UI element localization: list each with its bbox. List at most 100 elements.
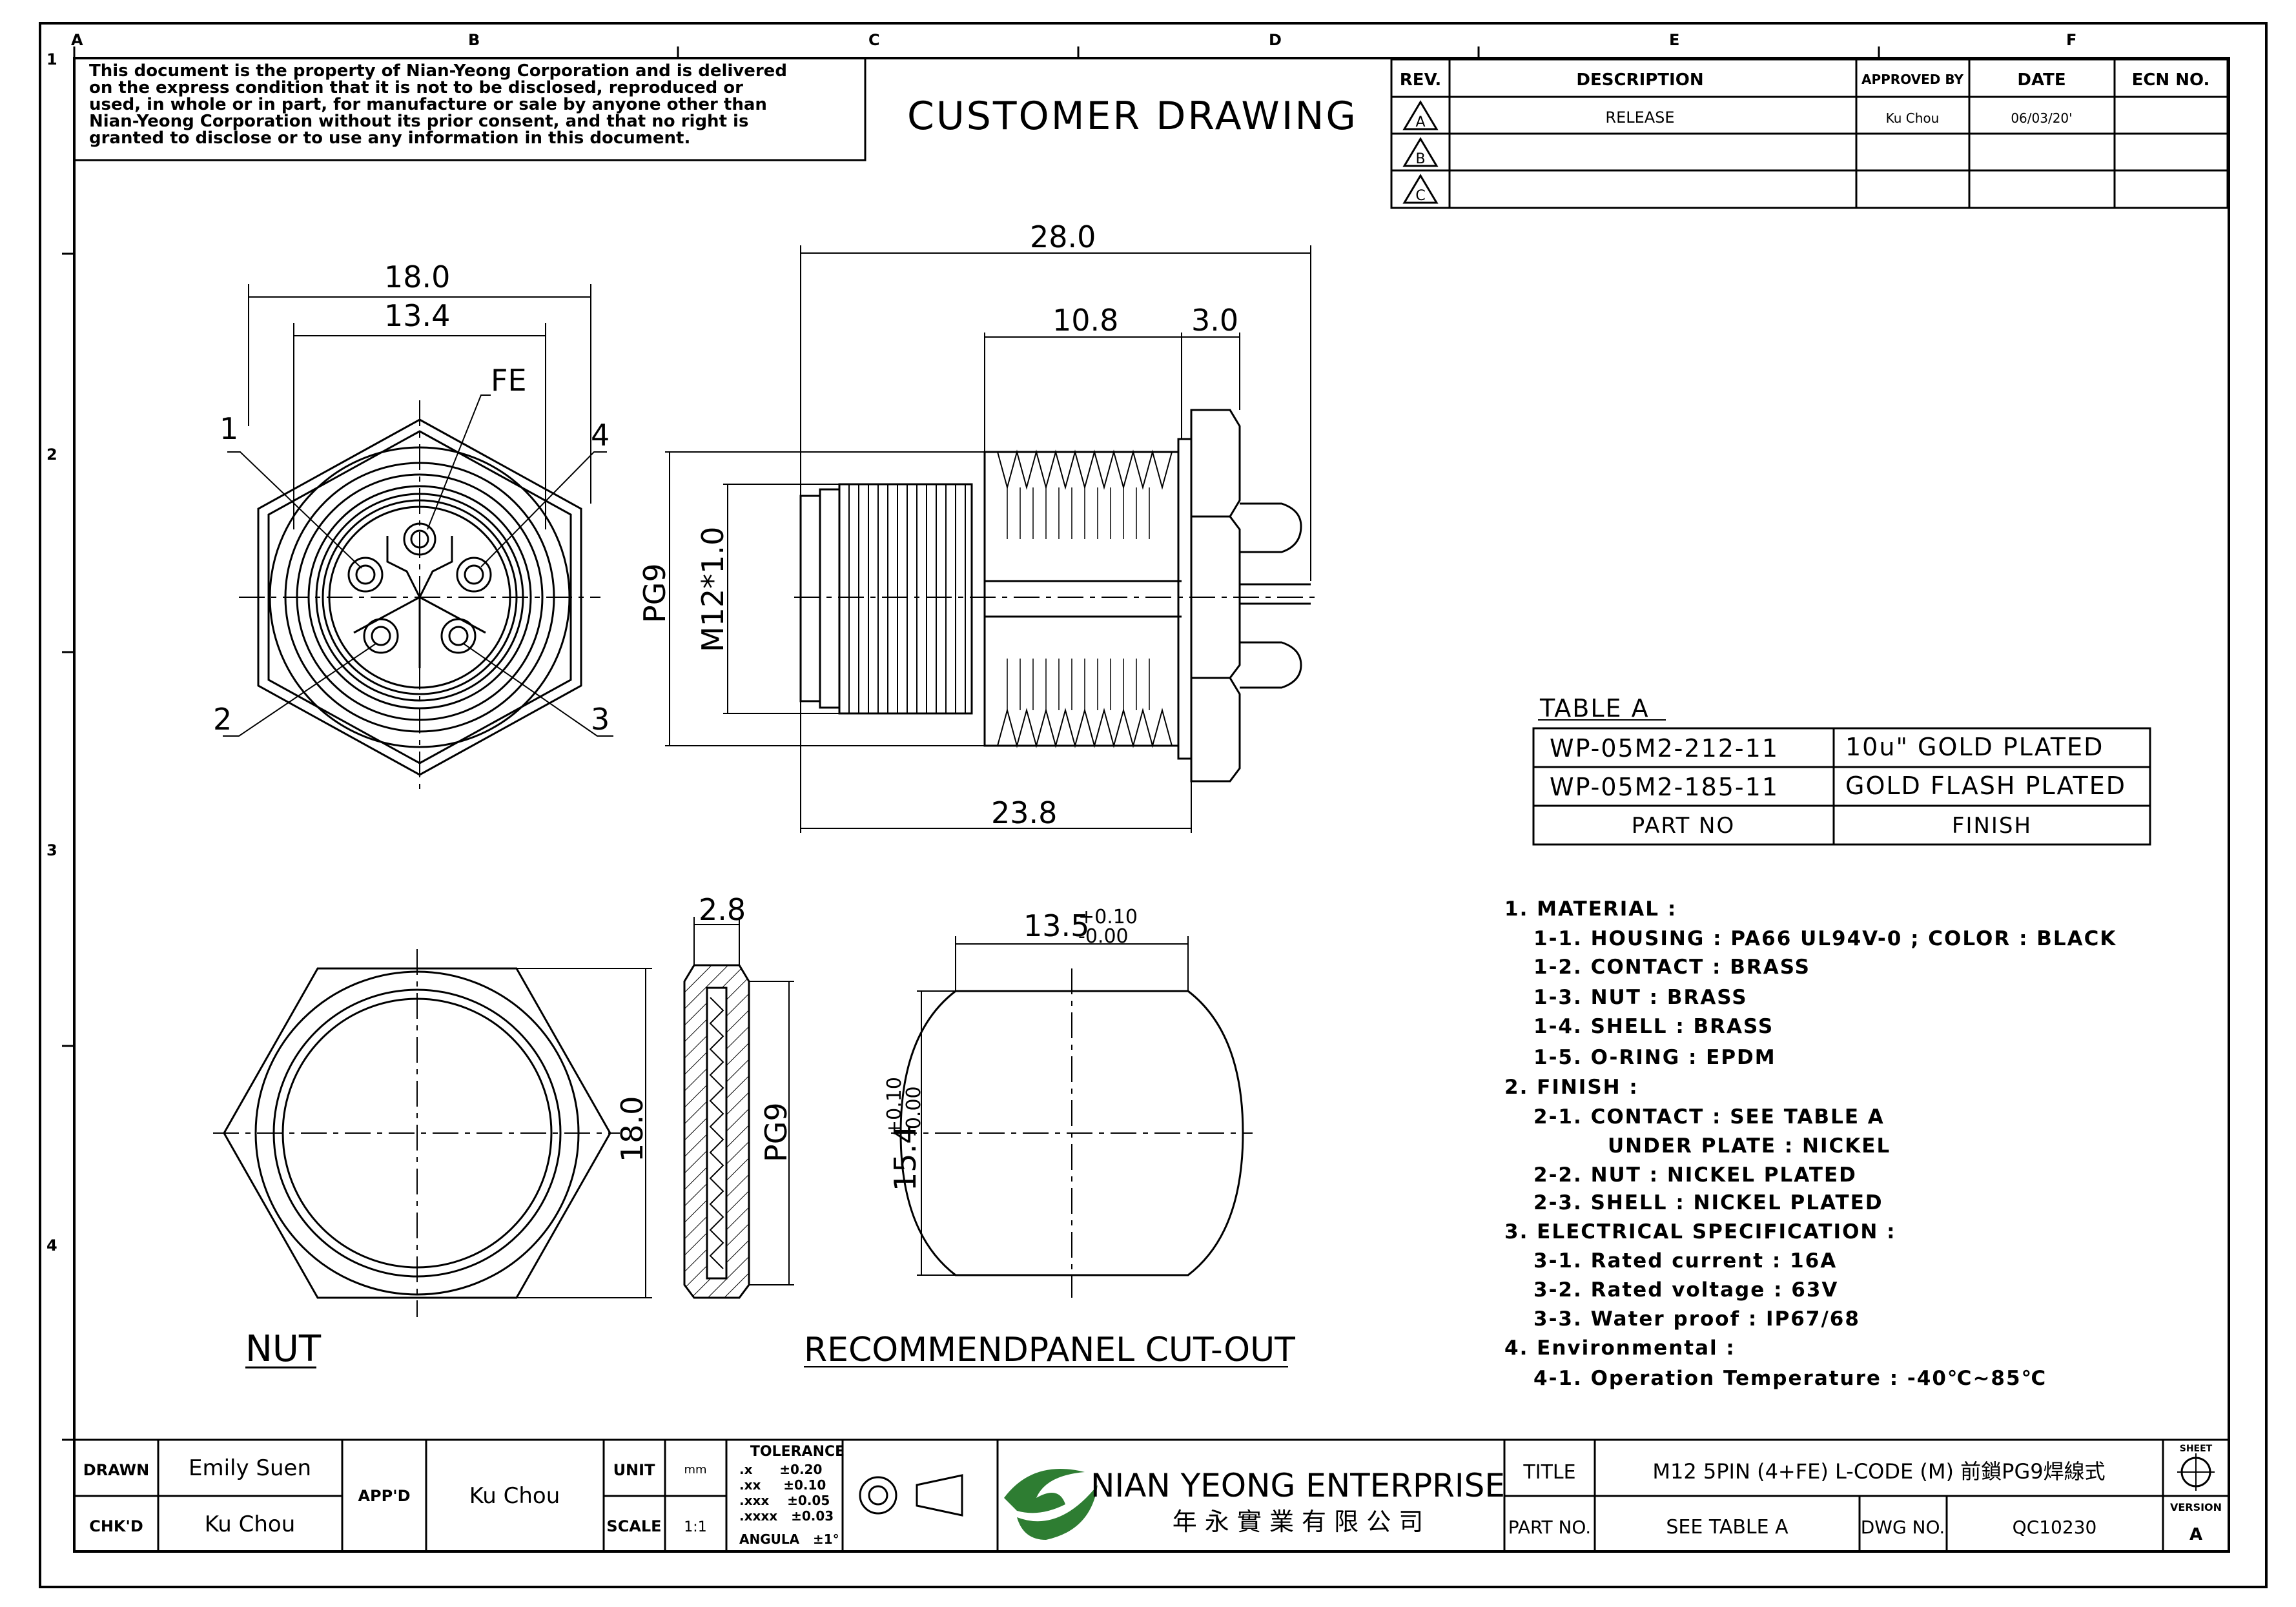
nut-caption: NUT bbox=[245, 1328, 322, 1370]
partno-label: PART NO. bbox=[1508, 1517, 1591, 1538]
rev-a-date: 06/03/20' bbox=[2011, 110, 2072, 126]
front-view-labels: 18.0 13.4 1 2 3 4 FE bbox=[213, 260, 610, 737]
zone-row-labels: 1 2 3 4 bbox=[46, 50, 57, 1254]
pin-4 bbox=[456, 557, 492, 593]
rev-a-letter: A bbox=[1415, 114, 1425, 130]
note-line: 1-3. NUT : BRASS bbox=[1533, 986, 1748, 1009]
rev-header-approved: APPROVED BY bbox=[1861, 72, 1964, 87]
tolerance-line: ANGULA ±1° bbox=[739, 1531, 839, 1547]
rev-b-letter: B bbox=[1415, 151, 1425, 167]
nut-label-pg9: PG9 bbox=[759, 1102, 794, 1162]
note-line: 2. FINISH : bbox=[1504, 1076, 1639, 1099]
side-label-pg9: PG9 bbox=[637, 563, 672, 623]
rev-a-triangle-icon bbox=[1402, 100, 1439, 130]
pin-1 bbox=[347, 557, 384, 593]
chkd-value: Ku Chou bbox=[205, 1511, 296, 1537]
note-line: 3-2. Rated voltage : 63V bbox=[1533, 1278, 1838, 1302]
tolerance-line: .xx ±0.10 bbox=[739, 1477, 826, 1493]
rev-header-date: DATE bbox=[2017, 70, 2065, 90]
side-label-m12: M12*1.0 bbox=[695, 527, 730, 652]
nut-view bbox=[213, 917, 794, 1369]
nut-view-labels: 18.0 2.8 PG9 NUT bbox=[245, 892, 794, 1370]
company-name-zh: 年 永 實 業 有 限 公 司 bbox=[1173, 1508, 1424, 1536]
rev-c-triangle-icon bbox=[1402, 174, 1439, 204]
table-a-finish-2: GOLD FLASH PLATED bbox=[1845, 772, 2126, 800]
rev-a-approved: Ku Chou bbox=[1886, 110, 1940, 126]
unit-label: UNIT bbox=[613, 1461, 656, 1479]
dwgno-value: QC10230 bbox=[2013, 1517, 2097, 1538]
cutout-caption: RECOMMENDPANEL CUT-OUT bbox=[804, 1331, 1295, 1369]
note-line: 2-2. NUT : NICKEL PLATED bbox=[1533, 1163, 1857, 1187]
pin-label-fe: FE bbox=[491, 363, 527, 398]
note-line: 1-5. O-RING : EPDM bbox=[1533, 1046, 1776, 1069]
side-dim-bottom: 23.8 bbox=[991, 795, 1057, 830]
notice-box bbox=[73, 57, 866, 161]
title-block bbox=[73, 1438, 2230, 1553]
cutout-dim-width-tol-minus: -0.00 bbox=[1078, 925, 1129, 948]
version-value: A bbox=[2189, 1525, 2202, 1544]
cutout-view bbox=[804, 936, 1288, 1367]
zone-col-d: D bbox=[1269, 31, 1282, 49]
company-name-en: NIAN YEONG ENTERPRISE bbox=[1091, 1467, 1505, 1504]
note-line: 3-3. Water proof : IP67/68 bbox=[1533, 1307, 1860, 1331]
zone-ticks bbox=[62, 46, 1880, 1441]
scale-value: 1:1 bbox=[684, 1519, 706, 1535]
zone-row-4: 4 bbox=[46, 1236, 57, 1254]
note-line: 1. MATERIAL : bbox=[1504, 897, 1677, 921]
cutout-dim-height-tol-minus: -0.00 bbox=[903, 1086, 925, 1136]
drawing-title: CUSTOMER DRAWING bbox=[907, 94, 1358, 139]
tolerance-line: .xxx ±0.05 bbox=[739, 1493, 830, 1508]
pin-3 bbox=[440, 618, 477, 654]
revision-rows: A B C RELEASE Ku Chou 06/03/20' bbox=[1415, 108, 2072, 204]
table-a-finish-1: 10u" GOLD PLATED bbox=[1845, 733, 2104, 761]
pin-label-3: 3 bbox=[591, 702, 610, 737]
rev-b-triangle-icon bbox=[1402, 137, 1439, 167]
notes: 1. MATERIAL : 1-1. HOUSING : PA66 UL94V-… bbox=[1504, 897, 2117, 1390]
appd-value: Ku Chou bbox=[469, 1483, 560, 1509]
zone-row-1: 1 bbox=[46, 50, 57, 68]
note-line: 1-4. SHELL : BRASS bbox=[1533, 1015, 1774, 1038]
front-dim-outer: 18.0 bbox=[384, 260, 450, 294]
side-dim-nut: 3.0 bbox=[1191, 303, 1238, 338]
note-line: 3. ELECTRICAL SPECIFICATION : bbox=[1504, 1220, 1896, 1244]
note-line: UNDER PLATE : NICKEL bbox=[1608, 1134, 1891, 1158]
side-dim-total: 28.0 bbox=[1030, 220, 1096, 254]
outer-border bbox=[39, 22, 2268, 1588]
pin-label-1: 1 bbox=[220, 411, 238, 446]
version-label: VERSION bbox=[2170, 1501, 2222, 1513]
zone-row-3: 3 bbox=[46, 841, 57, 859]
note-line: 2-3. SHELL : NICKEL PLATED bbox=[1533, 1191, 1883, 1214]
notice-line: on the express condition that it is not … bbox=[89, 78, 743, 97]
drawn-value: Emily Suen bbox=[189, 1455, 311, 1481]
title-fields: TITLE M12 5PIN (4+FE) L-CODE (M) 前鎖PG9焊線… bbox=[1508, 1444, 2222, 1544]
company-logo-icon bbox=[1004, 1469, 1098, 1540]
notice-line: Nian-Yeong Corporation without its prior… bbox=[89, 112, 748, 131]
sheet-label: SHEET bbox=[2180, 1444, 2213, 1454]
nut-dim-height: 18.0 bbox=[615, 1096, 650, 1162]
front-dim-inner: 13.4 bbox=[384, 298, 450, 333]
zone-col-e: E bbox=[1669, 31, 1679, 49]
tolerance-list: .x ±0.20 .xx ±0.10 .xxx ±0.05 .xxxx ±0.0… bbox=[739, 1462, 839, 1547]
side-view-labels: 28.0 10.8 3.0 23.8 PG9 M12*1.0 bbox=[637, 220, 1238, 830]
notice-line: This document is the property of Nian-Ye… bbox=[89, 61, 787, 81]
note-line: 1-2. CONTACT : BRASS bbox=[1533, 956, 1810, 979]
tolerance-line: .x ±0.20 bbox=[739, 1462, 822, 1477]
table-a-header-part: PART NO bbox=[1632, 813, 1736, 839]
chkd-label: CHK'D bbox=[89, 1517, 143, 1535]
scale-label: SCALE bbox=[606, 1517, 661, 1535]
title-value: M12 5PIN (4+FE) L-CODE (M) 前鎖PG9焊線式 bbox=[1652, 1459, 2105, 1484]
notice-line: used, in whole or in part, for manufactu… bbox=[89, 95, 767, 114]
zone-col-b: B bbox=[468, 31, 480, 49]
unit-value: mm bbox=[684, 1463, 706, 1477]
note-line: 1-1. HOUSING : PA66 UL94V-0 ; COLOR : BL… bbox=[1533, 927, 2117, 950]
pin-label-4: 4 bbox=[591, 418, 610, 453]
side-dim-thread: 10.8 bbox=[1052, 303, 1118, 338]
zone-column-labels: A B C D E F bbox=[71, 31, 2076, 49]
notice-text: This document is the property of Nian-Ye… bbox=[89, 61, 787, 148]
appd-label: APP'D bbox=[358, 1487, 410, 1505]
table-a-title: TABLE A bbox=[1539, 694, 1650, 722]
table-a-part-2: WP-05M2-185-11 bbox=[1550, 773, 1779, 801]
drawn-label: DRAWN bbox=[83, 1461, 149, 1479]
zone-col-c: C bbox=[868, 31, 880, 49]
tolerance-line: .xxxx ±0.03 bbox=[739, 1508, 834, 1524]
